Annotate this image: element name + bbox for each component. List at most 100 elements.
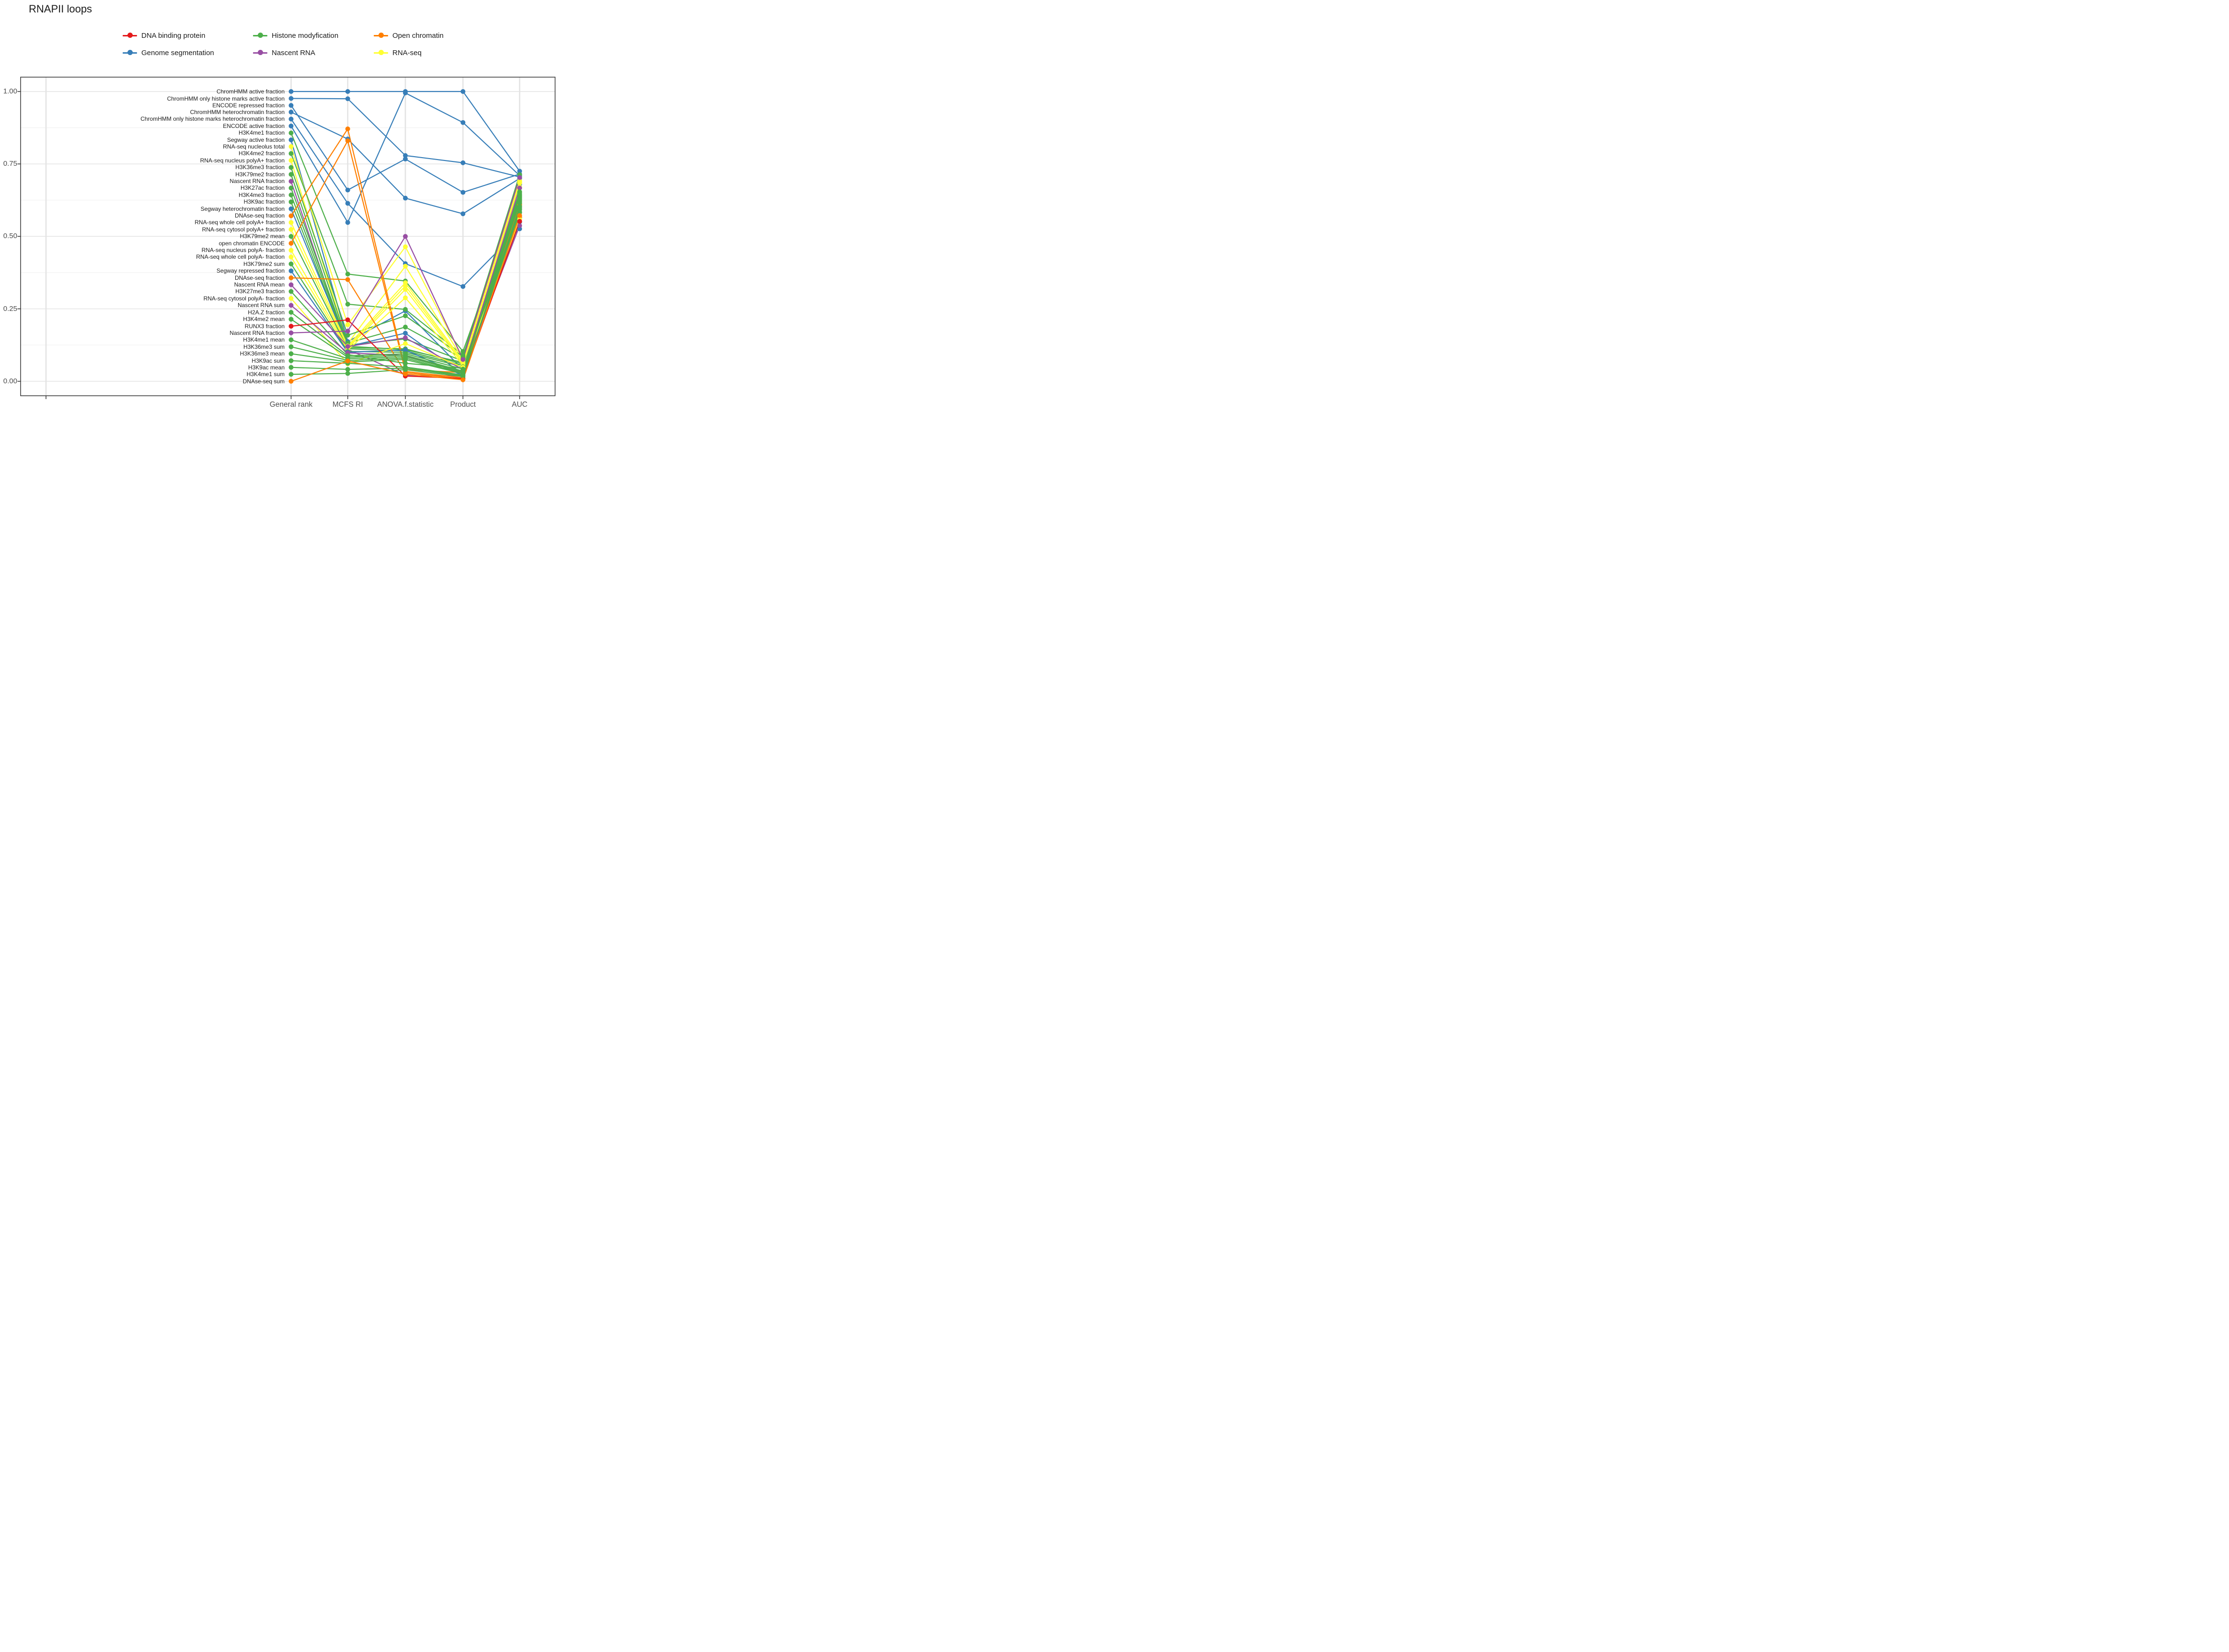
data-point bbox=[288, 372, 294, 377]
data-point bbox=[288, 185, 294, 191]
feature-label: H3K4me2 mean bbox=[243, 316, 285, 323]
data-point bbox=[517, 223, 522, 228]
legend-item-genome-segmentation: Genome segmentation bbox=[123, 47, 214, 58]
data-point bbox=[345, 333, 350, 338]
feature-label: RNA-seq nucleus polyA- fraction bbox=[201, 247, 285, 254]
feature-label: H3K79me2 sum bbox=[243, 260, 285, 267]
data-point bbox=[288, 192, 294, 197]
data-point bbox=[288, 268, 294, 274]
feature-label: H3K4me1 fraction bbox=[238, 129, 285, 137]
feature-label: DNAse-seq fraction bbox=[234, 274, 285, 281]
feature-label: RNA-seq cytosol polyA+ fraction bbox=[202, 226, 285, 233]
data-point bbox=[288, 241, 294, 246]
feature-label: Nascent RNA fraction bbox=[230, 178, 285, 185]
data-point bbox=[288, 351, 294, 356]
data-point bbox=[288, 165, 294, 170]
data-point bbox=[460, 211, 466, 217]
data-point bbox=[288, 330, 294, 335]
feature-label: RNA-seq cytosol polyA- fraction bbox=[203, 295, 285, 302]
data-point bbox=[403, 153, 408, 158]
data-point bbox=[517, 204, 522, 209]
legend-key-icon bbox=[123, 47, 137, 58]
data-point bbox=[517, 193, 522, 198]
data-point bbox=[345, 89, 350, 94]
data-point bbox=[517, 213, 522, 218]
data-point bbox=[517, 175, 522, 180]
data-point bbox=[288, 303, 294, 308]
chart-title: RNAPII loops bbox=[29, 3, 92, 15]
data-point bbox=[288, 123, 294, 128]
data-point bbox=[288, 144, 294, 149]
data-point bbox=[403, 234, 408, 239]
feature-label: H3K36me3 fraction bbox=[235, 164, 285, 171]
feature-label: H3K79me2 fraction bbox=[235, 171, 285, 178]
data-point bbox=[288, 172, 294, 177]
data-point bbox=[460, 89, 466, 94]
data-point bbox=[288, 289, 294, 294]
data-point bbox=[403, 347, 408, 353]
data-point bbox=[460, 190, 466, 195]
data-point bbox=[288, 310, 294, 315]
data-point bbox=[460, 349, 466, 354]
x-axis-label: General rank bbox=[269, 401, 313, 409]
feature-label: ChromHMM heterochromatin fraction bbox=[190, 108, 285, 115]
data-point bbox=[345, 201, 350, 206]
data-point bbox=[288, 96, 294, 101]
feature-label: H3K79me2 mean bbox=[240, 233, 285, 240]
legend-key-icon bbox=[374, 30, 388, 41]
data-point bbox=[288, 317, 294, 322]
data-point bbox=[288, 151, 294, 156]
feature-label: H3K27me3 fraction bbox=[235, 288, 285, 295]
feature-label: H3K36me3 sum bbox=[243, 343, 285, 350]
data-point bbox=[288, 254, 294, 260]
feature-label: H3K4me3 fraction bbox=[238, 191, 285, 198]
x-axis-label: MCFS RI bbox=[332, 401, 363, 409]
data-point bbox=[460, 120, 466, 125]
data-point bbox=[288, 137, 294, 142]
data-point bbox=[288, 158, 294, 163]
legend-item-rna-seq: RNA-seq bbox=[374, 47, 422, 58]
data-point bbox=[288, 227, 294, 232]
data-point bbox=[517, 189, 522, 195]
feature-label: H3K4me1 mean bbox=[243, 336, 285, 344]
legend-key-icon bbox=[253, 47, 267, 58]
data-point bbox=[288, 213, 294, 218]
data-point bbox=[288, 206, 294, 211]
data-point bbox=[403, 361, 408, 366]
data-point bbox=[403, 307, 408, 312]
x-axis-label: ANOVA.f.statistic bbox=[377, 401, 434, 409]
feature-label: RNA-seq nucleus polyA+ fraction bbox=[200, 157, 285, 164]
data-point bbox=[403, 264, 408, 269]
data-point bbox=[403, 341, 408, 346]
data-point bbox=[288, 261, 294, 266]
data-point bbox=[288, 103, 294, 108]
data-point bbox=[288, 379, 294, 384]
legend-label: DNA binding protein bbox=[141, 31, 206, 40]
feature-label: H3K36me3 mean bbox=[240, 350, 285, 357]
data-point bbox=[288, 248, 294, 253]
feature-label: ENCODE active fraction bbox=[223, 122, 285, 129]
data-point bbox=[288, 365, 294, 370]
feature-label: open chromatin ENCODE bbox=[218, 240, 285, 247]
x-axis-label: Product bbox=[450, 401, 476, 409]
feature-label: Nascent RNA sum bbox=[237, 302, 285, 309]
data-point bbox=[288, 275, 294, 280]
legend-label: Histone modyfication bbox=[272, 31, 339, 40]
legend-item-nascent-rna: Nascent RNA bbox=[253, 47, 315, 58]
data-point bbox=[345, 358, 350, 364]
feature-label: H2A.Z fraction bbox=[248, 309, 285, 316]
feature-label: Segway heterochromatin fraction bbox=[200, 205, 285, 212]
data-point bbox=[403, 244, 408, 250]
data-point bbox=[288, 89, 294, 94]
data-point bbox=[288, 282, 294, 287]
data-point bbox=[288, 109, 294, 115]
data-point bbox=[345, 138, 350, 143]
legend-item-histone-modyfication: Histone modyfication bbox=[253, 30, 338, 41]
data-point bbox=[403, 357, 408, 362]
data-point bbox=[345, 301, 350, 307]
feature-label: Nascent RNA mean bbox=[234, 281, 285, 288]
x-axis-label: AUC bbox=[512, 401, 528, 409]
data-point bbox=[288, 130, 294, 136]
feature-label: Segway repressed fraction bbox=[216, 267, 285, 275]
data-point bbox=[517, 218, 522, 224]
